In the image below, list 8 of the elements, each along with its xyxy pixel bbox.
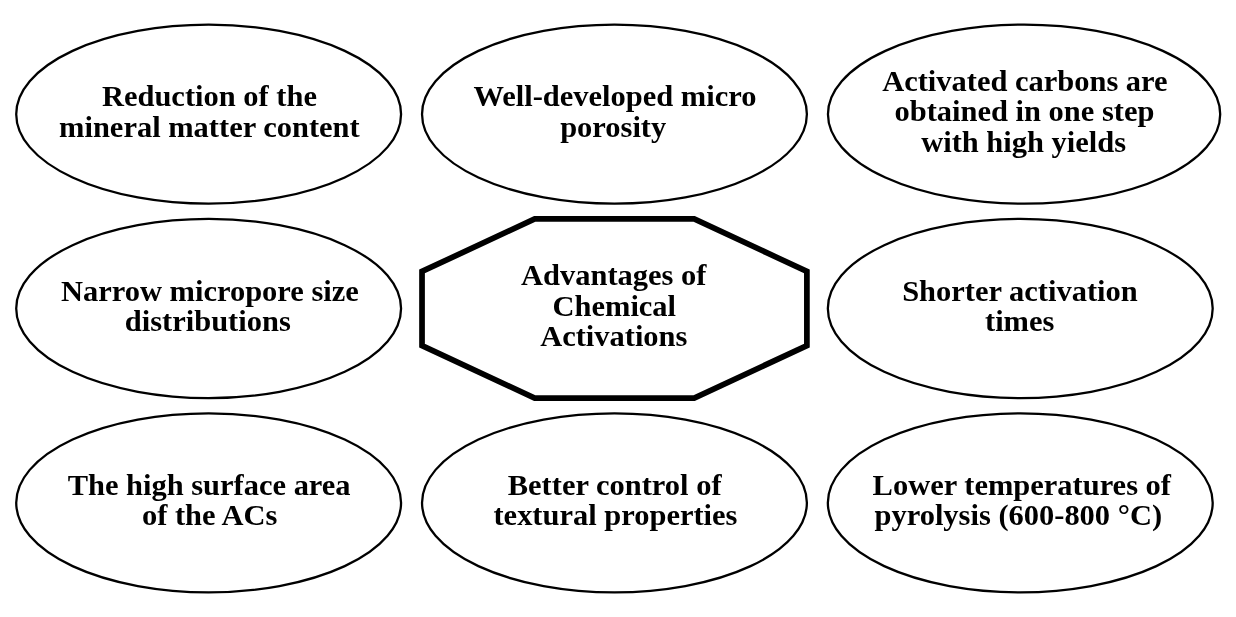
node-ellipse: The high surface area of the ACs [15, 412, 403, 594]
node-ellipse: Shorter activation times [826, 217, 1214, 400]
node-ellipse: Well-developed micro porosity [420, 23, 809, 205]
node-ellipse: Reduction of the mineral matter content [15, 23, 403, 205]
node-ellipse: Narrow micropore size distributions [15, 217, 403, 400]
node-ellipse: Lower temperatures of pyrolysis (600-800 °C) [826, 412, 1214, 594]
node-ellipse: Activated carbons are obtained in one step with high yields [826, 23, 1222, 205]
node-ellipse: Better control of textural properties [420, 412, 809, 594]
